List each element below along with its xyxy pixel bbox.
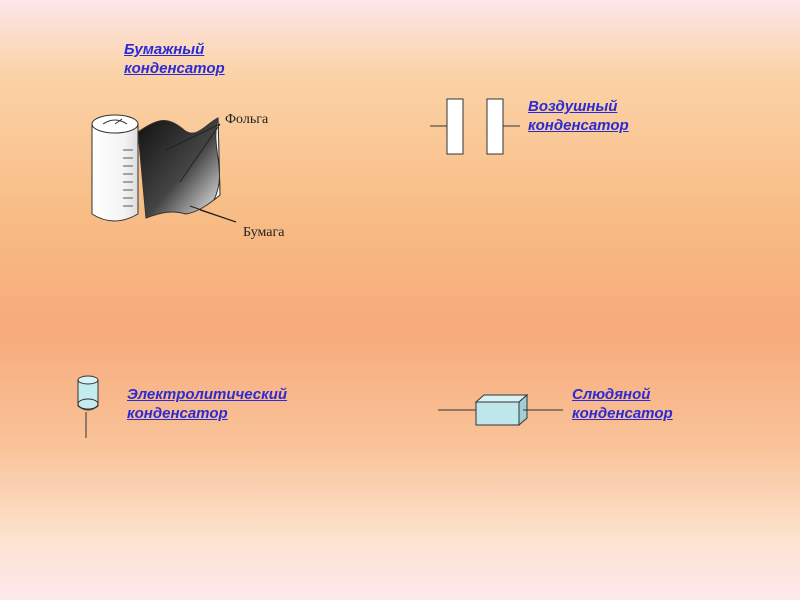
air-capacitor-title-line2: конденсатор bbox=[528, 117, 629, 134]
mica-capacitor-link[interactable]: Слюдяной конденсатор bbox=[572, 385, 673, 423]
paper-capacitor-link[interactable]: Бумажный конденсатор bbox=[124, 40, 225, 78]
air-capacitor-icon bbox=[430, 98, 520, 155]
paper-capacitor-title-line2: конденсатор bbox=[124, 60, 225, 77]
electrolytic-capacitor-title-line2: конденсатор bbox=[127, 405, 228, 422]
mica-capacitor-title-line2: конденсатор bbox=[572, 405, 673, 422]
paper-capacitor-title-line1: Бумажный bbox=[124, 41, 205, 58]
mica-capacitor-title-line1: Слюдяной bbox=[572, 386, 651, 403]
air-capacitor-title-line1: Воздушный bbox=[528, 98, 618, 115]
electrolytic-capacitor-icon bbox=[77, 375, 99, 438]
paper-callout: Бумага bbox=[243, 225, 285, 240]
air-capacitor-link[interactable]: Воздушный конденсатор bbox=[528, 97, 629, 135]
paper-capacitor-icon bbox=[91, 114, 237, 223]
mica-capacitor-icon bbox=[438, 393, 563, 427]
electrolytic-capacitor-title-line1: Электролитический bbox=[127, 386, 288, 403]
electrolytic-capacitor-link[interactable]: Электролитический конденсатор bbox=[127, 385, 287, 423]
foil-callout: Фольга bbox=[225, 112, 269, 127]
